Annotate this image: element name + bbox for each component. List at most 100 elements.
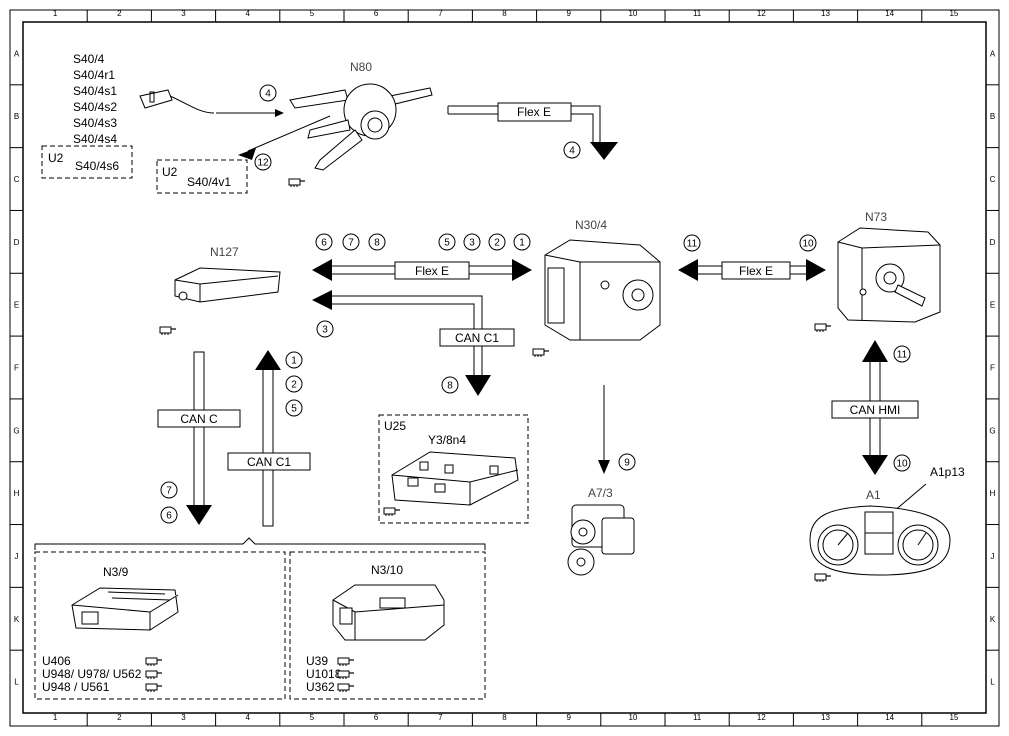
hand-pointer-icon xyxy=(337,670,355,680)
n127-label: N127 xyxy=(210,245,239,259)
step-marker: 7 xyxy=(160,481,178,499)
grid-column-label: 7 xyxy=(438,713,443,722)
grid-row-label: D xyxy=(14,238,20,247)
switch-item: S40/4s3 xyxy=(73,116,117,130)
svg-text:4: 4 xyxy=(569,146,575,157)
grid-column-label: 3 xyxy=(181,713,186,722)
hand-pointer-icon xyxy=(383,507,401,517)
svg-text:7: 7 xyxy=(166,486,172,497)
step-markers-left: 6 7 8 xyxy=(315,233,386,251)
grid-column-label: 4 xyxy=(245,9,250,18)
grid-column-label: 6 xyxy=(374,9,379,18)
a7-3-label: A7/3 xyxy=(588,486,613,500)
grid-column-label: 4 xyxy=(245,713,250,722)
can-c1-vert-bus: CAN C1 xyxy=(227,350,311,527)
y3-8n4-label: Y3/8n4 xyxy=(428,433,466,447)
step-marker: 11 xyxy=(683,234,701,252)
grid-row-label: K xyxy=(990,615,996,624)
grid-column-label: 14 xyxy=(885,713,894,722)
grid-row-label: E xyxy=(14,301,19,310)
n3-9-code: U406 xyxy=(42,654,71,668)
step-marker: 5 xyxy=(285,399,303,417)
grid-column-label: 6 xyxy=(374,713,379,722)
svg-text:8: 8 xyxy=(447,381,453,392)
hand-pointer-icon xyxy=(145,683,163,693)
grid-row-label: F xyxy=(990,364,995,373)
svg-text:3: 3 xyxy=(322,325,328,336)
step-marker: 3 xyxy=(316,320,334,338)
grid-column-label: 1 xyxy=(53,9,58,18)
step-markers-right: 5 3 2 1 xyxy=(438,233,531,251)
can-c-bus: CAN C xyxy=(157,351,241,525)
hand-pointer-icon xyxy=(814,573,832,583)
svg-text:7: 7 xyxy=(348,238,354,249)
svg-text:CAN C1: CAN C1 xyxy=(455,331,499,345)
svg-text:N3/10: N3/10 xyxy=(371,563,403,577)
grid-row-label: F xyxy=(14,364,19,373)
n30-4-module-icon xyxy=(544,239,661,341)
n73-module-icon xyxy=(837,227,941,323)
svg-text:6: 6 xyxy=(166,511,172,522)
flex-e-mid-bus: Flex E xyxy=(312,259,532,281)
svg-text:9: 9 xyxy=(624,458,630,469)
switch-item: S40/4s2 xyxy=(73,100,117,114)
grid-column-label: 8 xyxy=(502,9,507,18)
hand-pointer-icon xyxy=(159,326,177,336)
grid-column-label: 3 xyxy=(181,9,186,18)
a1-label: A1 xyxy=(866,488,881,502)
svg-text:11: 11 xyxy=(687,239,698,250)
n3-9-code: U948/ U978/ U562 xyxy=(42,667,142,681)
grid-column-label: 1 xyxy=(53,713,58,722)
flex-e-top-bus: Flex E xyxy=(447,102,618,160)
grid-column-label: 5 xyxy=(310,713,315,722)
hand-pointer-icon xyxy=(288,178,306,188)
grid-column-label: 5 xyxy=(310,9,315,18)
grid-column-label: 15 xyxy=(949,9,958,18)
n30-4-label: N30/4 xyxy=(575,218,607,232)
step-marker: 11 xyxy=(893,345,911,363)
step-marker: 9 xyxy=(618,453,636,471)
switch-item: S40/4r1 xyxy=(73,68,115,82)
svg-text:3: 3 xyxy=(469,238,475,249)
svg-text:1: 1 xyxy=(291,356,297,367)
svg-text:11: 11 xyxy=(897,350,908,361)
n3-9-box: N3/9 xyxy=(34,551,286,700)
svg-text:CAN C1: CAN C1 xyxy=(247,455,291,469)
step-marker: 6 xyxy=(160,506,178,524)
grid-row-label: J xyxy=(15,552,19,561)
grid-row-label: C xyxy=(14,175,20,184)
grid-row-label: C xyxy=(990,175,996,184)
svg-text:U25: U25 xyxy=(384,419,406,433)
svg-text:S40/4s6: S40/4s6 xyxy=(75,159,119,173)
a1p13-leader xyxy=(892,483,927,513)
grid-column-label: 11 xyxy=(693,713,702,722)
svg-text:S40/4v1: S40/4v1 xyxy=(187,175,231,189)
grid-column-label: 14 xyxy=(885,9,894,18)
u2-box-right: U2 S40/4v1 xyxy=(156,159,248,194)
n3-9-ecu-icon xyxy=(71,587,179,631)
switch-list: S40/4 S40/4r1 S40/4s1 S40/4s2 S40/4s3 S4… xyxy=(73,52,117,146)
grid-column-label: 13 xyxy=(821,713,830,722)
grid-row-label: B xyxy=(14,112,19,121)
n3-9-code: U948 / U561 xyxy=(42,680,110,694)
grid-row-label: G xyxy=(989,426,995,435)
n3-10-code: U362 xyxy=(306,680,335,694)
grid-row-label: A xyxy=(14,49,20,58)
step-marker: 8 xyxy=(441,376,459,394)
svg-text:10: 10 xyxy=(802,239,814,250)
svg-text:5: 5 xyxy=(291,404,297,415)
n80-label: N80 xyxy=(350,60,372,74)
grid-column-label: 9 xyxy=(566,713,571,722)
grid-row-label: B xyxy=(990,112,995,121)
n3-10-code: U39 xyxy=(306,654,328,668)
grid-row-label: L xyxy=(14,678,19,687)
svg-text:2: 2 xyxy=(291,380,297,391)
grid-row-label: H xyxy=(14,489,20,498)
grid-row-label: J xyxy=(991,552,995,561)
grid-column-label: 12 xyxy=(757,9,766,18)
step-marker: 4 xyxy=(563,141,581,159)
instrument-cluster-icon xyxy=(809,505,951,576)
svg-text:Flex E: Flex E xyxy=(517,105,551,119)
svg-text:6: 6 xyxy=(321,238,327,249)
